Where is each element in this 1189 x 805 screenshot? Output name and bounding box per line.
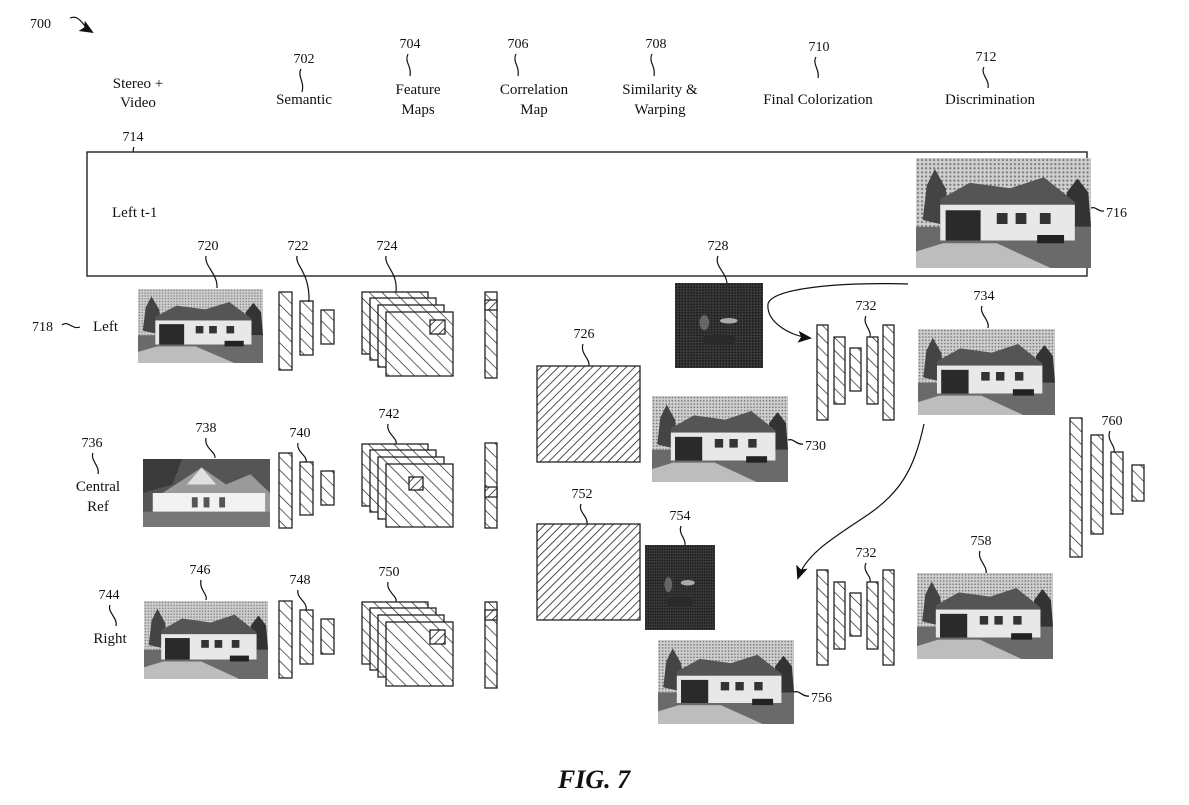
feature-vector: [484, 442, 498, 529]
svg-text:742: 742: [379, 407, 400, 422]
semantic-layer: [299, 300, 314, 356]
semantic-layer: [278, 452, 293, 529]
semantic-layer: [299, 609, 314, 665]
svg-text:708: 708: [646, 37, 667, 52]
svg-text:732: 732: [856, 546, 877, 561]
svg-text:712: 712: [976, 50, 997, 65]
column-header-similarity-warping: 708 Similarity & Warping: [622, 37, 698, 118]
feature-vector: [484, 601, 498, 689]
svg-text:704: 704: [400, 37, 421, 52]
svg-text:734: 734: [974, 289, 995, 304]
feature-map-stack: [361, 291, 454, 377]
svg-text:702: 702: [294, 52, 315, 67]
figure-caption: FIG. 7: [557, 765, 631, 794]
svg-text:744: 744: [99, 588, 120, 603]
correlation-map-726: 726: [536, 327, 641, 463]
colorization-network-2: 732: [816, 546, 895, 666]
svg-text:754: 754: [670, 509, 691, 524]
svg-text:738: 738: [196, 421, 217, 436]
correlation-map-752: 752: [536, 487, 641, 621]
svg-text:722: 722: [288, 239, 309, 254]
svg-text:Ref: Ref: [87, 499, 109, 515]
svg-text:728: 728: [708, 239, 729, 254]
left-image: [138, 289, 263, 363]
svg-text:Left: Left: [93, 319, 119, 335]
svg-text:Semantic: Semantic: [276, 92, 332, 108]
colorized-output-758: 758: [917, 534, 1053, 659]
svg-text:750: 750: [379, 565, 400, 580]
svg-text:Final Colorization: Final Colorization: [763, 92, 873, 108]
svg-text:Maps: Maps: [401, 102, 434, 118]
svg-text:Central: Central: [76, 479, 120, 495]
svg-text:760: 760: [1102, 414, 1123, 429]
warped-image-730: 730: [652, 396, 826, 482]
svg-text:710: 710: [809, 40, 830, 55]
previous-frame-label: Left t-1: [112, 205, 157, 221]
svg-text:758: 758: [971, 534, 992, 549]
column-header-final-colorization: 710 Final Colorization: [763, 40, 873, 108]
flow-arrow-to-colorization-2: [796, 423, 925, 580]
svg-text:706: 706: [508, 37, 529, 52]
column-header-feature-maps: 704 Feature Maps: [396, 37, 441, 118]
svg-text:756: 756: [811, 691, 832, 706]
previous-frame-box: 714 Left t-1 716: [86, 130, 1127, 277]
svg-text:Correlation: Correlation: [500, 82, 569, 98]
semantic-layer: [278, 600, 293, 679]
figure-ref-arrow: [69, 16, 94, 34]
svg-text:720: 720: [198, 239, 219, 254]
ref-716: 716: [1106, 206, 1127, 221]
svg-text:Similarity &: Similarity &: [622, 82, 698, 98]
discriminator-760: 760: [1069, 414, 1145, 558]
svg-text:Discrimination: Discrimination: [945, 92, 1035, 108]
similarity-map-754: 754: [645, 509, 715, 630]
svg-text:Right: Right: [93, 631, 127, 647]
column-header-correlation-map: 706 Correlation Map: [500, 37, 569, 118]
colorization-network-1: 732: [816, 299, 895, 421]
column-header-stereo-video: Stereo + Video: [113, 76, 164, 111]
row-right: 744 Right 746 748 750: [93, 563, 498, 689]
svg-text:752: 752: [572, 487, 593, 502]
row-central-ref: 736 Central Ref 738 740 742: [76, 407, 498, 529]
feature-vector: [484, 291, 498, 379]
flow-arrow-to-colorization-1: [767, 283, 909, 343]
svg-text:714: 714: [123, 130, 144, 145]
svg-text:Map: Map: [520, 102, 548, 118]
central-ref-image: [143, 459, 270, 527]
svg-text:726: 726: [574, 327, 595, 342]
svg-text:Video: Video: [120, 95, 156, 111]
svg-text:724: 724: [377, 239, 398, 254]
semantic-layer: [320, 309, 335, 345]
semantic-layer: [278, 291, 293, 371]
semantic-layer: [320, 618, 335, 655]
svg-text:740: 740: [290, 426, 311, 441]
svg-text:Warping: Warping: [634, 102, 686, 118]
column-header-discrimination: 712 Discrimination: [945, 50, 1035, 108]
semantic-layer: [299, 461, 314, 516]
right-image: [144, 601, 268, 679]
svg-text:732: 732: [856, 299, 877, 314]
svg-text:730: 730: [805, 439, 826, 454]
warped-image-756: 756: [658, 640, 832, 724]
colorized-output-734: 734: [918, 289, 1055, 415]
semantic-layer: [320, 470, 335, 506]
figure-ref-700: 700: [30, 17, 51, 32]
feature-map-stack: [361, 601, 454, 687]
similarity-map-728: 728: [675, 239, 763, 368]
svg-text:Feature: Feature: [396, 82, 441, 98]
svg-text:Stereo +: Stereo +: [113, 76, 164, 92]
row-left: 718 Left 720 722 724: [32, 239, 498, 379]
svg-text:746: 746: [190, 563, 211, 578]
svg-text:718: 718: [32, 320, 53, 335]
feature-map-stack: [361, 443, 454, 528]
svg-text:748: 748: [290, 573, 311, 588]
previous-frame-image: [916, 158, 1091, 268]
svg-text:736: 736: [82, 436, 103, 451]
column-header-semantic: 702 Semantic: [276, 52, 332, 108]
